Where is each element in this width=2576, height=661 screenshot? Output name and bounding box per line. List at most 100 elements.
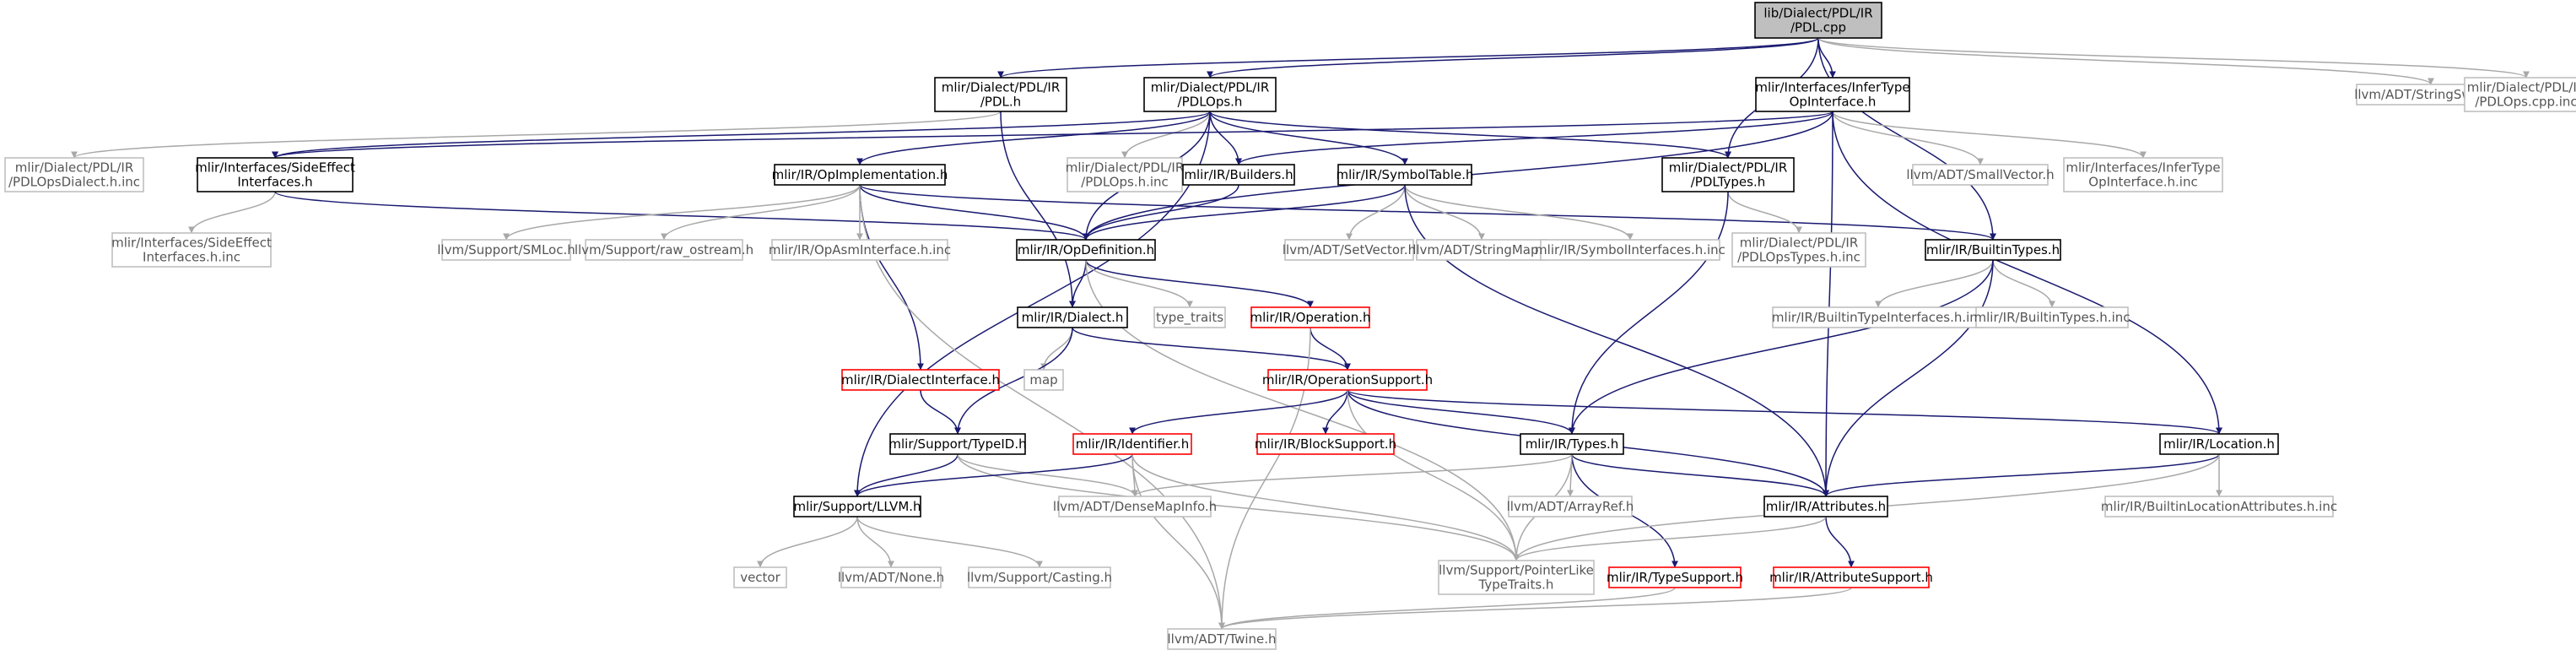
node-label: mlir/Dialect/PDL/IR/PDLOps.h.inc	[1066, 160, 1185, 190]
node-label: mlir/IR/BuiltinTypeInterfaces.h.inc	[1772, 310, 1985, 325]
node-pdl_h[interactable]: mlir/Dialect/PDL/IR/PDL.h	[934, 77, 1067, 112]
node-label: mlir/Dialect/PDL/IR/PDLOpsTypes.h.inc	[1737, 236, 1860, 265]
edge-opimpl_h-to-raw_ostream	[661, 184, 861, 241]
node-symboltable_h[interactable]: mlir/IR/SymbolTable.h	[1336, 164, 1474, 186]
edge-dialectinterface_h-to-typeid_h	[920, 389, 961, 435]
node-box	[1755, 77, 1910, 112]
node-label: mlir/IR/BlockSupport.h	[1255, 436, 1396, 452]
node-label: mlir/IR/Dialect.h	[1022, 310, 1124, 325]
node-builtintypes_inc: mlir/IR/BuiltinTypes.h.inc	[1974, 306, 2130, 328]
node-label: mlir/IR/Identifier.h	[1076, 436, 1190, 452]
edge-symboltable_h-to-opdef_h	[1083, 184, 1406, 241]
node-box	[1167, 628, 1277, 650]
node-location_h[interactable]: mlir/IR/Location.h	[2159, 433, 2279, 455]
edge-attributes_h-to-pointerlike	[1513, 516, 1827, 561]
node-box	[1067, 157, 1183, 192]
node-label: mlir/Dialect/PDL/IR/PDLOps.cpp.inc	[2467, 80, 2576, 110]
edge-location_h-to-attributes_h	[1823, 453, 2220, 497]
node-stringmap: llvm/ADT/StringMap.h	[1412, 239, 1551, 261]
node-box	[1925, 239, 2061, 261]
node-label: map	[1029, 372, 1057, 387]
node-casting_h: llvm/Support/Casting.h	[967, 566, 1112, 588]
node-box	[441, 239, 571, 261]
node-box	[1773, 566, 1930, 588]
node-setvector: llvm/ADT/SetVector.h	[1283, 239, 1416, 261]
edge-builders_h-to-opdef_h	[1083, 184, 1239, 241]
node-label: vector	[740, 570, 780, 585]
edge-symboltable_h-to-setvector	[1346, 184, 1406, 241]
node-pdl_cpp: lib/Dialect/PDL/IR/PDL.cpp	[1754, 2, 1882, 39]
node-label: mlir/IR/OpAsmInterface.h.inc	[769, 242, 951, 257]
edge-symboltable_h-to-stringmap	[1404, 184, 1485, 241]
node-opsupport_h[interactable]: mlir/IR/OperationSupport.h	[1262, 369, 1433, 391]
edge-identifier_h-to-llvm_h	[854, 453, 1133, 497]
node-label: llvm/ADT/Twine.h	[1167, 631, 1276, 647]
edge-llvm_h-to-casting_h	[856, 516, 1043, 568]
node-blocksupport_h[interactable]: mlir/IR/BlockSupport.h	[1255, 433, 1396, 455]
node-typesupport_h[interactable]: mlir/IR/TypeSupport.h	[1607, 566, 1743, 588]
node-box	[1608, 566, 1742, 588]
node-box	[1975, 306, 2129, 328]
node-builders_h[interactable]: mlir/IR/Builders.h	[1182, 164, 1295, 186]
node-pdlops_h[interactable]: mlir/Dialect/PDL/IR/PDLOps.h	[1143, 77, 1277, 112]
node-types_h[interactable]: mlir/IR/Types.h	[1520, 433, 1624, 455]
edge-pdlops_h-to-symboltable_h	[1209, 111, 1408, 165]
node-label: mlir/IR/SymbolTable.h	[1336, 167, 1473, 182]
edge-builtintypes_h-to-attributes_h	[1823, 259, 1994, 497]
node-pdltypes_h[interactable]: mlir/Dialect/PDL/IR/PDLTypes.h	[1661, 157, 1795, 192]
node-box	[841, 369, 1000, 391]
node-identifier_h[interactable]: mlir/IR/Identifier.h	[1072, 433, 1192, 455]
edge-opdef_h-to-operation_h	[1085, 259, 1314, 308]
node-box	[1416, 239, 1547, 261]
node-pdlopsdialect_inc: mlir/Dialect/PDL/IR/PDLOpsDialect.h.inc	[4, 157, 144, 192]
node-attrsupport_h[interactable]: mlir/IR/AttributeSupport.h	[1769, 566, 1933, 588]
node-label: llvm/ADT/SetVector.h	[1283, 242, 1416, 257]
node-label: type_traits	[1156, 310, 1223, 326]
edge-opimpl_h-to-builtintypes_h	[859, 184, 1996, 241]
node-box	[1661, 157, 1795, 192]
node-label: mlir/IR/TypeSupport.h	[1607, 570, 1743, 585]
edge-opsupport_h-to-pointerlike	[1347, 389, 1520, 561]
node-box	[1540, 239, 1720, 261]
node-pdlops_h_inc: mlir/Dialect/PDL/IR/PDLOps.h.inc	[1066, 157, 1185, 192]
node-box	[1072, 433, 1192, 455]
node-box	[197, 157, 354, 192]
node-dialectinterface_h[interactable]: mlir/IR/DialectInterface.h	[841, 369, 1000, 391]
node-label: mlir/Dialect/PDL/IR/PDLTypes.h	[1669, 160, 1788, 190]
node-pdlops_cpp_inc: mlir/Dialect/PDL/IR/PDLOps.cpp.inc	[2464, 77, 2576, 112]
node-box	[771, 239, 948, 261]
edge-typeid_h-to-pointerlike	[957, 453, 1520, 561]
node-densemapinfo: llvm/ADT/DenseMapInfo.h	[1053, 496, 1217, 517]
node-box	[1058, 496, 1212, 517]
node-label: llvm/ADT/None.h	[838, 570, 944, 585]
node-typeid_h[interactable]: mlir/Support/TypeID.h	[888, 433, 1027, 455]
edge-pdlops_h-to-sideeffect_h	[272, 111, 1211, 159]
node-dialect_h[interactable]: mlir/IR/Dialect.h	[1017, 306, 1128, 328]
node-label: mlir/IR/Location.h	[2163, 436, 2275, 452]
node-opimpl_h[interactable]: mlir/IR/OpImplementation.h	[772, 164, 948, 186]
node-label: mlir/IR/BuiltinTypes.h.inc	[1974, 310, 2130, 325]
edge-llvm_h-to-none_h	[856, 516, 894, 568]
node-box	[2159, 433, 2279, 455]
edge-opimpl_h-to-smloc	[503, 184, 861, 241]
node-vector: vector	[733, 566, 787, 588]
node-box	[968, 566, 1111, 588]
node-box	[1267, 369, 1428, 391]
node-builtintypes_h[interactable]: mlir/IR/BuiltinTypes.h	[1925, 239, 2061, 261]
node-label: mlir/IR/Builders.h	[1184, 167, 1293, 182]
node-attributes_h[interactable]: mlir/IR/Attributes.h	[1763, 496, 1888, 517]
edge-pdlops_h-to-pdlops_h_inc	[1121, 111, 1211, 159]
edge-pdlops_h-to-opimpl_h	[856, 111, 1211, 165]
node-llvm_h[interactable]: mlir/Support/LLVM.h	[793, 496, 921, 517]
node-operation_h[interactable]: mlir/IR/Operation.h	[1250, 306, 1371, 328]
edge-pdl_cpp-to-builtintypes_h	[1817, 37, 1996, 241]
node-box	[1763, 496, 1888, 517]
node-opdef_h[interactable]: mlir/IR/OpDefinition.h	[1016, 239, 1156, 261]
edge-typeid_h-to-llvm_h	[854, 453, 959, 497]
node-opasm_inc: mlir/IR/OpAsmInterface.h.inc	[769, 239, 951, 261]
